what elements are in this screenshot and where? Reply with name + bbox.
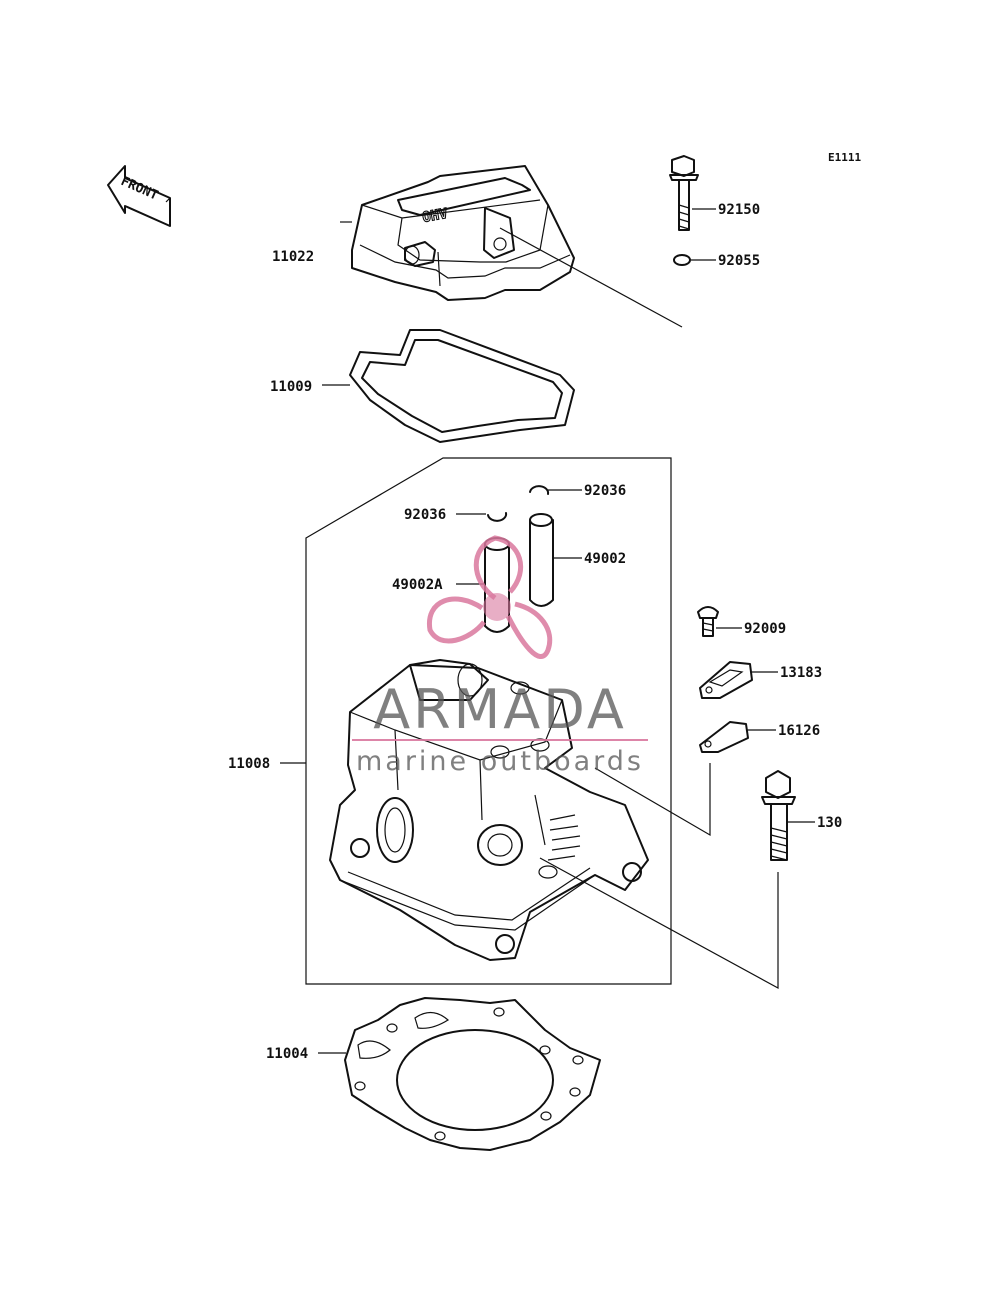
head-gasket[interactable] bbox=[344, 997, 601, 1151]
label-16126: 16126 bbox=[778, 723, 820, 739]
label-13183: 13183 bbox=[780, 665, 822, 681]
label-11004: 11004 bbox=[266, 1046, 308, 1062]
label-11008: 11008 bbox=[228, 756, 270, 772]
gasket-16126[interactable] bbox=[699, 721, 749, 753]
label-92009: 92009 bbox=[744, 621, 786, 637]
label-49002: 49002 bbox=[584, 551, 626, 567]
bolt-92150[interactable] bbox=[669, 155, 699, 231]
label-92055: 92055 bbox=[718, 253, 760, 269]
diagram-code: E1111 bbox=[828, 151, 861, 164]
label-49002A: 49002A bbox=[392, 577, 443, 593]
oring-92055[interactable] bbox=[673, 254, 691, 266]
front-label: FRONT bbox=[118, 174, 160, 204]
valve-guide-49002[interactable] bbox=[529, 513, 554, 607]
watermark-tagline: marine outboards bbox=[356, 746, 644, 777]
propeller-icon bbox=[427, 535, 553, 659]
bolt-130[interactable] bbox=[761, 770, 796, 861]
plate-13183[interactable] bbox=[699, 661, 753, 699]
label-11009: 11009 bbox=[270, 379, 312, 395]
cover-bolt-leader bbox=[499, 227, 683, 328]
head-assembly-frame bbox=[305, 457, 672, 985]
label-92036-upper: 92036 bbox=[584, 483, 626, 499]
svg-text:OHV: OHV bbox=[421, 206, 449, 226]
label-92150: 92150 bbox=[718, 202, 760, 218]
label-11022: 11022 bbox=[272, 249, 314, 265]
label-92036-lower: 92036 bbox=[404, 507, 446, 523]
label-130: 130 bbox=[817, 815, 842, 831]
clip-92036-lower[interactable] bbox=[487, 512, 508, 522]
cover-gasket[interactable] bbox=[349, 329, 575, 443]
watermark: ARMADA marine outboards bbox=[352, 535, 648, 777]
screw-92009[interactable] bbox=[697, 606, 719, 637]
clip-92036-upper[interactable] bbox=[529, 485, 550, 495]
cylinder-head-cover[interactable]: OHV bbox=[340, 165, 575, 301]
watermark-brand: ARMADA bbox=[373, 678, 627, 741]
cylinder-head[interactable] bbox=[329, 659, 649, 961]
front-arrow-icon: FRONT bbox=[107, 165, 171, 227]
